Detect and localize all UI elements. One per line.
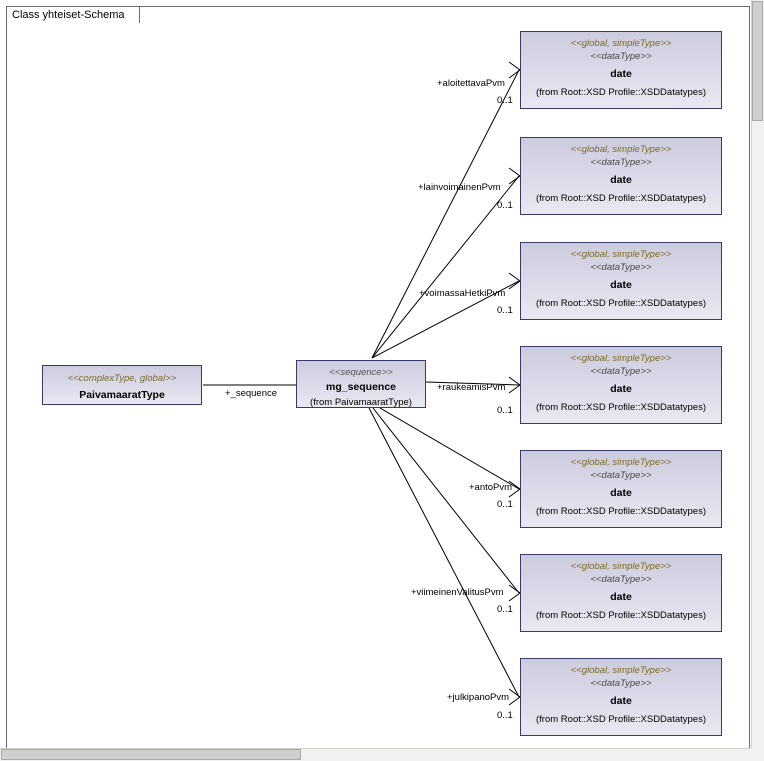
attribute-role-6: +viimeinenValitusPvm	[411, 587, 504, 598]
datatype-name: date	[610, 68, 632, 80]
attribute-role-3: +voimassaHetkiPvm	[419, 288, 506, 299]
datatype-name: date	[610, 383, 632, 395]
datatype-from: (from Root::XSD Profile::XSDDatatypes)	[536, 402, 706, 413]
datatype-name: date	[610, 487, 632, 499]
vertical-scrollbar[interactable]	[751, 0, 764, 748]
datatype-stereotype-datatype: <<dataType>>	[590, 366, 652, 377]
class-node-date-7[interactable]: <<global, simpleType>> <<dataType>> date…	[520, 658, 722, 736]
class-node-date-3[interactable]: <<global, simpleType>> <<dataType>> date…	[520, 242, 722, 320]
attribute-multiplicity-1: 0..1	[497, 95, 513, 106]
class-node-date-6[interactable]: <<global, simpleType>> <<dataType>> date…	[520, 554, 722, 632]
datatype-name: date	[610, 591, 632, 603]
diagram-frame-title: Class yhteiset-Schema	[12, 8, 125, 21]
attribute-role-7: +julkipanoPvm	[447, 692, 510, 703]
datatype-stereotype-global: <<global, simpleType>>	[570, 38, 672, 49]
datatype-from: (from Root::XSD Profile::XSDDatatypes)	[536, 506, 706, 517]
attribute-role-4: +raukeamisPvm	[437, 382, 506, 393]
class-node-date-2[interactable]: <<global, simpleType>> <<dataType>> date…	[520, 137, 722, 215]
attribute-role-5: +antoPvm	[469, 482, 513, 493]
datatype-from: (from Root::XSD Profile::XSDDatatypes)	[536, 193, 706, 204]
datatype-name: date	[610, 695, 632, 707]
datatype-stereotype-global: <<global, simpleType>>	[570, 249, 672, 260]
class-node-mg-sequence[interactable]: <<sequence>> mg_sequence (from Paivamaar…	[296, 360, 426, 408]
datatype-stereotype-global: <<global, simpleType>>	[570, 561, 672, 572]
datatype-stereotype-global: <<global, simpleType>>	[570, 144, 672, 155]
class-node-paivamaarat-type[interactable]: <<complexType, global>> PaivamaaratType	[42, 365, 202, 405]
datatype-from: (from Root::XSD Profile::XSDDatatypes)	[536, 610, 706, 621]
datatype-stereotype-datatype: <<dataType>>	[590, 157, 652, 168]
datatype-stereotype-global: <<global, simpleType>>	[570, 665, 672, 676]
attribute-role-1: +aloitettavaPvm	[437, 78, 505, 89]
datatype-name: date	[610, 174, 632, 186]
attribute-multiplicity-7: 0..1	[497, 710, 513, 721]
datatype-stereotype-global: <<global, simpleType>>	[570, 353, 672, 364]
datatype-stereotype-datatype: <<dataType>>	[590, 678, 652, 689]
class-name: PaivamaaratType	[79, 389, 165, 401]
class-node-date-1[interactable]: <<global, simpleType>> <<dataType>> date…	[520, 31, 722, 109]
datatype-from: (from Root::XSD Profile::XSDDatatypes)	[536, 714, 706, 725]
diagram-frame-tab: Class yhteiset-Schema	[6, 6, 140, 23]
datatype-name: date	[610, 279, 632, 291]
datatype-stereotype-datatype: <<dataType>>	[590, 51, 652, 62]
sequence-from: (from PaivamaaratType)	[310, 397, 412, 408]
attribute-multiplicity-2: 0..1	[497, 200, 513, 211]
attribute-multiplicity-4: 0..1	[497, 405, 513, 416]
scrollbar-corner	[751, 748, 764, 761]
datatype-stereotype-datatype: <<dataType>>	[590, 262, 652, 273]
attribute-multiplicity-6: 0..1	[497, 604, 513, 615]
datatype-stereotype-datatype: <<dataType>>	[590, 470, 652, 481]
class-node-date-5[interactable]: <<global, simpleType>> <<dataType>> date…	[520, 450, 722, 528]
datatype-stereotype-global: <<global, simpleType>>	[570, 457, 672, 468]
class-node-date-4[interactable]: <<global, simpleType>> <<dataType>> date…	[520, 346, 722, 424]
association-role-sequence: +_sequence	[225, 388, 278, 399]
horizontal-scrollbar[interactable]	[0, 748, 751, 761]
sequence-name: mg_sequence	[325, 381, 397, 393]
sequence-stereotype: <<sequence>>	[329, 367, 393, 378]
vertical-scrollbar-thumb[interactable]	[752, 1, 763, 121]
datatype-from: (from Root::XSD Profile::XSDDatatypes)	[536, 298, 706, 309]
horizontal-scrollbar-thumb[interactable]	[1, 749, 301, 760]
datatype-stereotype-datatype: <<dataType>>	[590, 574, 652, 585]
attribute-multiplicity-3: 0..1	[497, 305, 513, 316]
datatype-from: (from Root::XSD Profile::XSDDatatypes)	[536, 87, 706, 98]
attribute-multiplicity-5: 0..1	[497, 499, 513, 510]
attribute-role-2: +lainvoimainenPvm	[418, 182, 501, 193]
class-stereotype: <<complexType, global>>	[67, 373, 177, 384]
